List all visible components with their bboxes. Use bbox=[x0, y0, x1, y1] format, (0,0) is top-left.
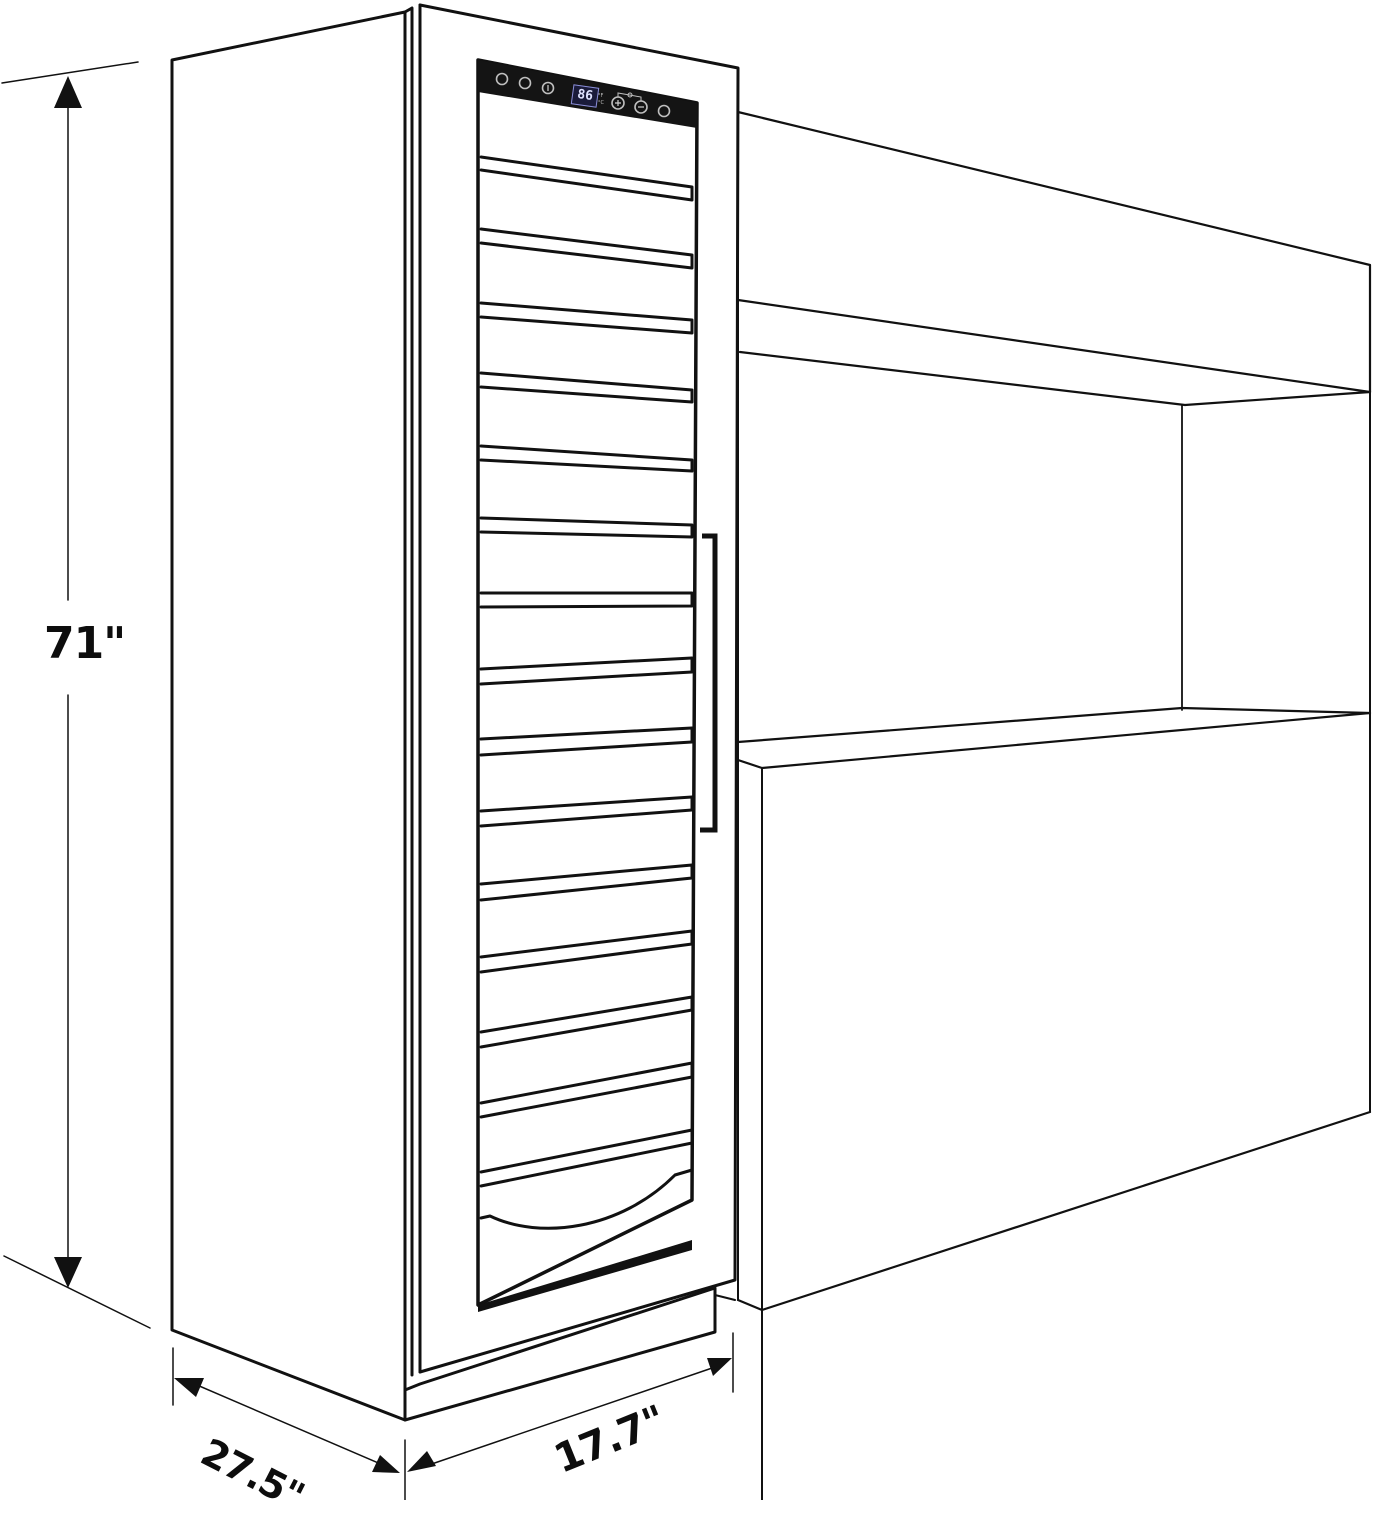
cooler-side-panel bbox=[170, 10, 407, 1422]
arrow-right-icon bbox=[707, 1358, 732, 1376]
glass-window bbox=[476, 58, 699, 1307]
arrow-left-icon bbox=[407, 1451, 436, 1472]
arrow-up-icon bbox=[54, 76, 82, 108]
temperature-display: 86 bbox=[570, 84, 600, 108]
arrow-down-icon bbox=[54, 1257, 82, 1288]
arrow-right-icon bbox=[372, 1455, 400, 1473]
cabinet bbox=[736, 110, 1372, 1500]
height-label: 71" bbox=[44, 618, 126, 669]
width-dimension bbox=[404, 1332, 734, 1500]
arrow-left-icon bbox=[174, 1378, 204, 1397]
shelves bbox=[479, 155, 694, 1188]
temperature-icon[interactable] bbox=[541, 81, 555, 95]
bottom-drawer bbox=[479, 1168, 694, 1230]
door-edge bbox=[403, 3, 422, 1377]
height-dimension bbox=[1, 61, 151, 1329]
cooler-base bbox=[403, 1286, 736, 1422]
power-icon[interactable] bbox=[495, 72, 509, 86]
svg-text:°C: °C bbox=[598, 100, 605, 106]
depth-dimension bbox=[172, 1347, 400, 1473]
svg-text:°F: °F bbox=[598, 93, 604, 99]
drawer-trim bbox=[478, 1240, 692, 1312]
light-icon[interactable] bbox=[518, 76, 532, 90]
door-handle[interactable] bbox=[700, 533, 718, 833]
lock-icon[interactable] bbox=[657, 104, 671, 118]
cooler-door bbox=[418, 3, 740, 1374]
